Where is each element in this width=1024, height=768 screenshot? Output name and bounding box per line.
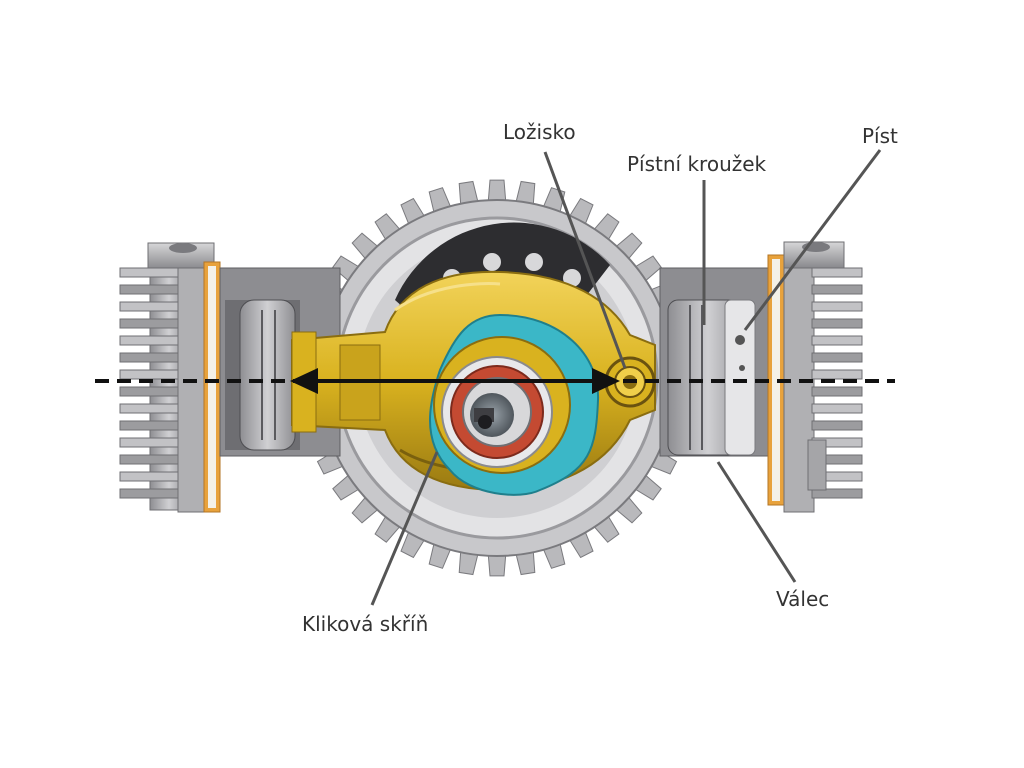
gear-tooth <box>487 553 507 577</box>
cooling-fin <box>119 335 179 346</box>
cooling-fin <box>811 403 863 414</box>
left-cylinder-head <box>119 242 221 513</box>
cooling-fin <box>811 386 863 397</box>
cooling-fin <box>811 335 863 346</box>
cooling-fin <box>811 301 863 312</box>
cooling-fin <box>811 267 863 278</box>
label-bearing: Ložisko <box>503 120 576 144</box>
cooling-fin <box>811 420 863 431</box>
leader-line-bearing <box>543 151 627 369</box>
cooling-fin <box>811 318 863 329</box>
label-cylinder: Válec <box>776 587 830 611</box>
label-piston-ring: Pístní kroužek <box>627 152 767 176</box>
right-cylinder <box>659 267 771 457</box>
cooling-fin <box>811 369 863 380</box>
cooling-fin <box>119 420 179 431</box>
gear-tooth <box>487 179 507 203</box>
cooling-fin <box>119 437 179 448</box>
cooling-fin <box>119 352 179 363</box>
stroke-arrow <box>290 368 620 394</box>
cooling-fin <box>119 369 179 380</box>
cooling-fin <box>119 386 179 397</box>
cooling-fin <box>811 352 863 363</box>
leader-line-piston <box>743 149 882 331</box>
cooling-fin <box>119 403 179 414</box>
cooling-fin <box>119 267 179 278</box>
left-cooling-fins <box>119 267 179 499</box>
cooling-fin <box>119 301 179 312</box>
label-crankcase: Kliková skříň <box>302 612 429 636</box>
cooling-fin <box>811 284 863 295</box>
cooling-fin <box>811 488 863 499</box>
cooling-fin <box>119 318 179 329</box>
cooling-fin <box>119 488 179 499</box>
eccentric-ring <box>429 313 600 496</box>
right-cylinder-head <box>767 241 863 513</box>
cooling-fin <box>119 454 179 465</box>
leader-line-cylinder <box>716 461 797 583</box>
label-piston: Píst <box>862 124 898 148</box>
leader-lines <box>370 149 882 606</box>
leader-line-crankcase <box>370 451 439 606</box>
cooling-fin <box>119 471 179 482</box>
cooling-fin <box>119 284 179 295</box>
